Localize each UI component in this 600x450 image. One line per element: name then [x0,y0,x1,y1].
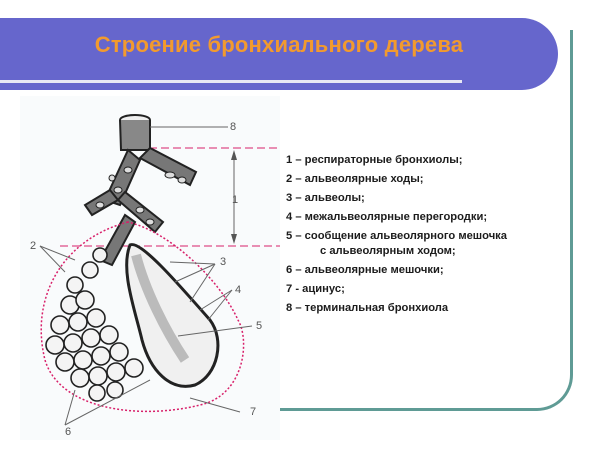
legend-item-3: 3 – альвеолы; [286,192,365,204]
legend-item-2: 2 – альвеолярные ходы; [286,173,424,185]
title-bar: Строение бронхиального дерева [0,18,558,90]
legend-list: 1 – респираторные бронхиолы; 2 – альвеол… [286,153,566,320]
legend-item-4: 4 – межальвеолярные перегородки; [286,211,488,223]
title-underline [0,80,462,83]
label-6: 6 [65,426,72,438]
label-8: 8 [230,121,237,133]
label-4: 4 [235,284,242,296]
label-1: 1 [232,194,239,206]
label-5: 5 [256,320,263,332]
bronchial-tree-illustration: 8 1 2 3 4 5 6 7 [20,96,285,440]
legend-item-1: 1 – респираторные бронхиолы; [286,154,463,166]
legend-item-6: 6 – альвеолярные мешочки; [286,264,444,276]
label-7: 7 [250,406,257,418]
slide-title: Строение бронхиального дерева [94,32,464,57]
legend-item-8: 8 – терминальная бронхиола [286,302,449,314]
slide-frame [230,30,573,411]
legend-item-5-continuation: с альвеолярным ходом; [320,245,456,257]
label-3: 3 [220,256,227,268]
legend-item-7: 7 - ацинус; [286,283,345,295]
label-2: 2 [30,240,37,252]
